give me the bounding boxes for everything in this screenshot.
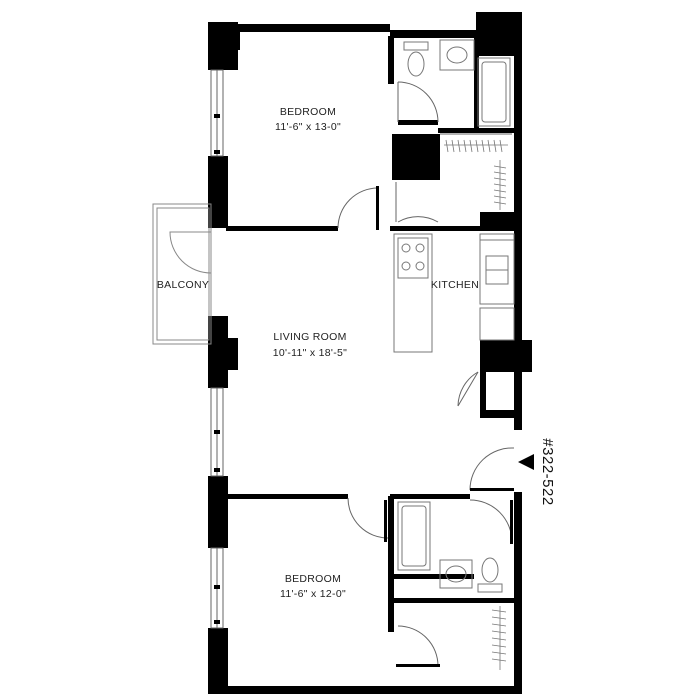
wall-right xyxy=(514,370,522,430)
wall-left xyxy=(208,476,228,548)
kitchen-label: KITCHEN xyxy=(431,279,479,291)
door-swing xyxy=(347,497,389,539)
burner xyxy=(401,261,411,271)
wall xyxy=(480,370,486,416)
sink-icon xyxy=(446,46,468,64)
column xyxy=(226,338,238,370)
bedroom-bottom-name: BEDROOM xyxy=(285,573,341,585)
burner xyxy=(415,261,425,271)
wall xyxy=(480,212,520,228)
wall-kitchen-top xyxy=(390,226,514,231)
balcony-inner xyxy=(156,207,210,341)
wall xyxy=(392,574,474,579)
mullion xyxy=(214,430,220,434)
balcony xyxy=(152,203,212,345)
bathtub-inner xyxy=(481,61,507,123)
wall-left xyxy=(208,156,228,228)
living-room-name: LIVING ROOM xyxy=(273,331,346,343)
wall xyxy=(388,36,394,84)
door-swing xyxy=(457,371,479,407)
column xyxy=(480,340,532,372)
bathroom-bottom xyxy=(397,501,503,593)
door-swing xyxy=(397,216,439,223)
living-room-dimensions: 10'-11" x 18'-5" xyxy=(273,347,347,359)
wall-right xyxy=(514,36,522,344)
walls xyxy=(208,12,532,694)
counter-top xyxy=(479,233,515,305)
wall xyxy=(388,600,394,632)
door-jamb xyxy=(384,500,387,542)
bedroom-bottom-dimensions: 11'-6" x 12-0" xyxy=(280,588,346,600)
mullion xyxy=(214,114,220,118)
door-jamb xyxy=(396,664,440,667)
stove-icon xyxy=(397,237,429,279)
balcony-outline xyxy=(152,203,212,345)
hanger-icons xyxy=(445,139,503,153)
wall-top xyxy=(210,24,390,32)
wall xyxy=(480,410,522,418)
entry-arrow-icon xyxy=(518,454,534,470)
column xyxy=(236,30,240,50)
hanger-icons xyxy=(491,609,507,662)
mullion xyxy=(214,585,220,589)
wall-left xyxy=(208,628,228,694)
door-jamb xyxy=(470,488,514,491)
wall xyxy=(474,36,479,132)
wall xyxy=(388,496,394,606)
bathtub-icon xyxy=(397,501,431,571)
wall-top-right xyxy=(390,30,522,38)
burner xyxy=(401,243,411,253)
door-swing xyxy=(337,187,379,229)
door-swing xyxy=(397,81,439,123)
toilet-tank xyxy=(403,41,429,51)
mullion xyxy=(214,620,220,624)
window-mullions xyxy=(214,114,220,624)
bedroom-top-name: BEDROOM xyxy=(280,106,336,118)
labels: BEDROOM 11'-6" x 13-0" BALCONY KITCHEN L… xyxy=(157,106,556,600)
closet-hangers-top xyxy=(444,139,508,210)
kitchen-fixtures xyxy=(393,233,515,353)
unit-number: #322-522 xyxy=(539,438,556,505)
wall-bottom xyxy=(208,686,522,694)
wall xyxy=(398,120,438,125)
mullion xyxy=(214,468,220,472)
toilet-icon xyxy=(407,51,425,77)
door-swing xyxy=(457,371,479,407)
door-swing xyxy=(469,499,513,543)
door-jamb xyxy=(376,186,379,230)
sink-icon xyxy=(445,565,467,583)
wall-left xyxy=(208,316,228,388)
refrigerator-icon xyxy=(479,307,515,341)
door-swing xyxy=(469,447,515,491)
wall-bedroom-top-bottom xyxy=(226,226,338,231)
vanity xyxy=(439,39,475,71)
bathtub-icon xyxy=(477,57,511,127)
counter xyxy=(393,233,433,353)
door-swing xyxy=(397,625,439,667)
door-frames xyxy=(376,186,514,667)
closet-block xyxy=(392,134,440,180)
burner xyxy=(415,243,425,253)
closet-hangers-bottom xyxy=(491,606,507,670)
wall xyxy=(392,598,518,603)
wall xyxy=(438,128,518,133)
door-jamb xyxy=(510,500,513,544)
bedroom-top-dimensions: 11'-6" x 13-0" xyxy=(275,121,341,133)
vanity xyxy=(439,559,473,589)
toilet-icon xyxy=(481,557,499,583)
wall-bath-top xyxy=(390,494,470,499)
toilet-tank xyxy=(477,583,503,593)
bathtub-inner xyxy=(401,505,427,567)
bathroom-top xyxy=(403,39,511,127)
wall-bedroom-bottom-top xyxy=(226,494,348,499)
hanger-icons xyxy=(493,165,507,205)
balcony-label: BALCONY xyxy=(157,279,209,291)
column xyxy=(208,22,238,70)
door-swing xyxy=(169,231,212,274)
wall-right xyxy=(514,492,522,694)
mullion xyxy=(214,150,220,154)
